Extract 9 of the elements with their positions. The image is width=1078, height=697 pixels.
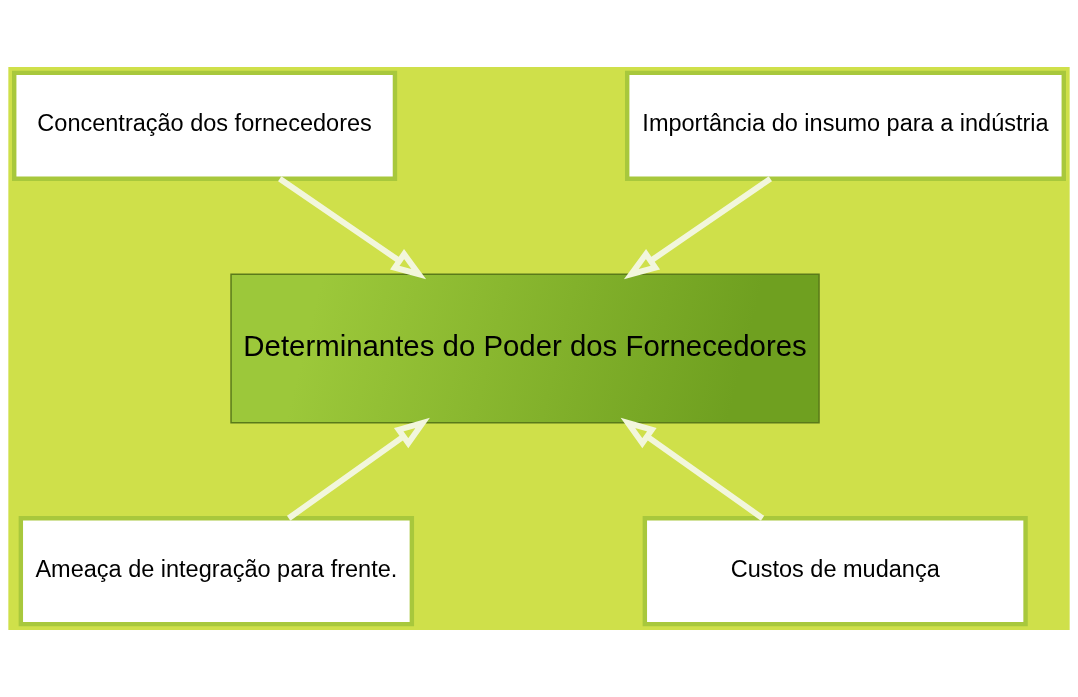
arrow xyxy=(286,417,430,521)
arrow xyxy=(620,417,765,521)
node-box: Importância do insumo para a indústria xyxy=(625,70,1066,181)
arrow xyxy=(623,176,773,280)
node-box: Ameaça de integração para frente. xyxy=(18,516,415,627)
node-box: Custos de mudança xyxy=(642,516,1028,627)
node-box: Determinantes do Poder dos Fornecedores xyxy=(230,273,820,424)
node-box: Concentração dos fornecedores xyxy=(12,70,398,181)
arrow xyxy=(278,176,427,280)
